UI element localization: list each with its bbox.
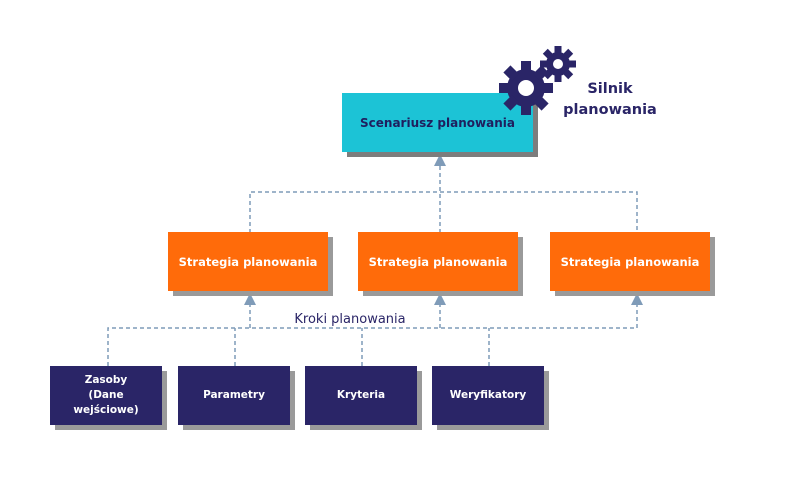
gears-icon: [499, 46, 576, 115]
strategy-box-1: Strategia planowania: [168, 232, 328, 291]
strategy-box-2: Strategia planowania: [358, 232, 518, 291]
steps-horizontal-connector: [107, 327, 637, 366]
step-box-verifiers: Weryfikatory: [432, 366, 544, 425]
step-box-criteria: Kryteria: [305, 366, 417, 425]
step-label: Zasoby: [84, 374, 128, 386]
steps-title: Kroki planowania: [270, 312, 430, 327]
strategies-to-scenario-connector: [249, 191, 638, 233]
step-box-resources: Zasoby (Dane wejściowe): [50, 366, 162, 425]
strategy-label: Strategia planowania: [368, 254, 508, 269]
strategy-label: Strategia planowania: [178, 254, 318, 269]
scenario-box: Scenariusz planowania: [342, 93, 533, 152]
scenario-label: Scenariusz planowania: [360, 115, 515, 130]
engine-label-line1: Silnik: [587, 81, 633, 97]
strategy-label: Strategia planowania: [560, 254, 700, 269]
engine-label: Silnik planowania: [560, 79, 660, 121]
step-sublabel: (Dane wejściowe): [73, 389, 139, 416]
step-label: Kryteria: [336, 389, 386, 401]
step-label: Parametry: [203, 389, 265, 401]
strategy-box-3: Strategia planowania: [550, 232, 710, 291]
step-box-parameters: Parametry: [178, 366, 290, 425]
engine-label-line2: planowania: [563, 102, 657, 118]
step-label: Weryfikatory: [449, 389, 527, 401]
